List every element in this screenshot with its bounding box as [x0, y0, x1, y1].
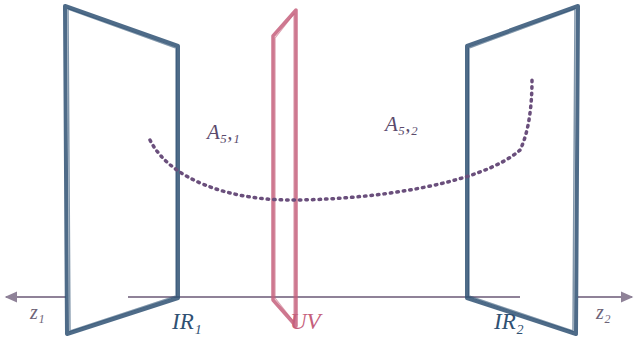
brane-label: IR₁: [172, 310, 202, 333]
uv-brane: [273, 10, 296, 326]
field-profile-curve: [150, 80, 532, 200]
field-label: A₅,₁: [207, 122, 240, 143]
field-label: A₅,₂: [385, 114, 418, 135]
axis-label: z₂: [596, 302, 611, 322]
brane-label: IR₂: [494, 310, 524, 333]
ir-brane-left: [65, 6, 178, 334]
axis-arrow-left: [6, 296, 66, 298]
axis-line: [128, 296, 520, 298]
brane-label: UV: [290, 310, 321, 333]
axis-arrow-right: [578, 296, 632, 298]
axis-label: z₁: [30, 302, 45, 322]
